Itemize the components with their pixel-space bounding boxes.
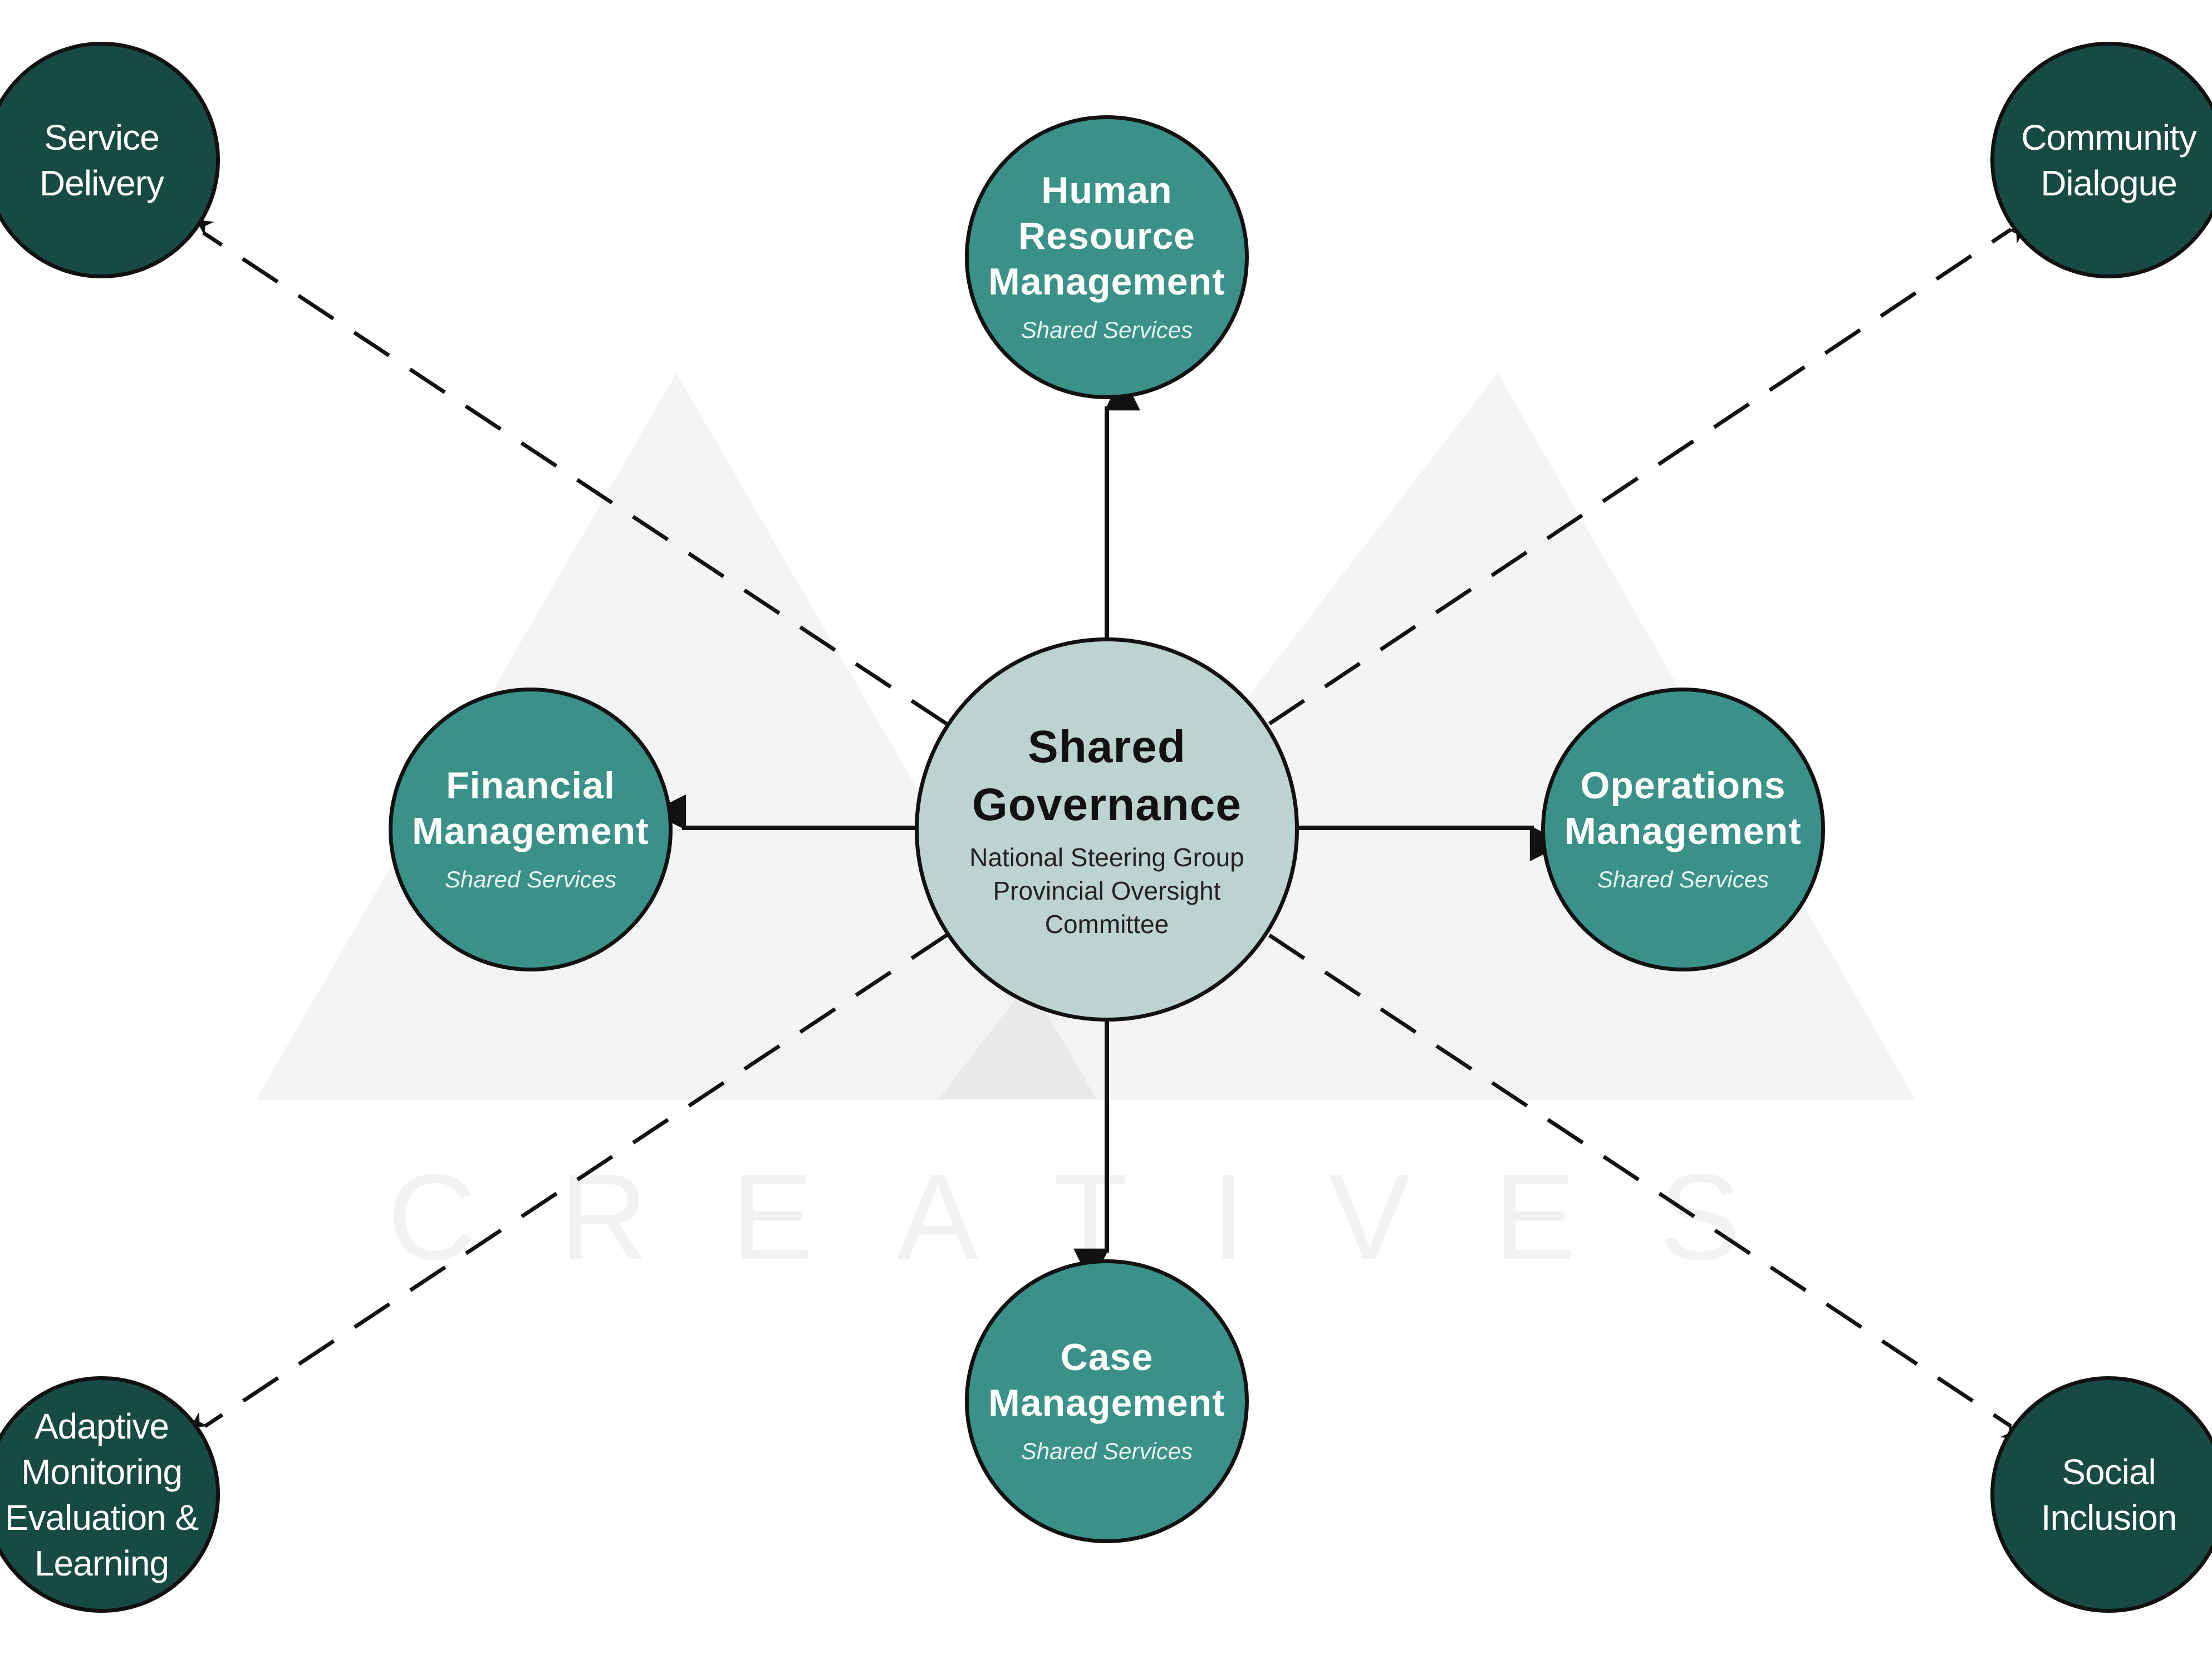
node-operations-subtitle: Shared Services [1597, 866, 1769, 892]
node-case-subtitle: Shared Services [1021, 1438, 1193, 1464]
node-social-inclusion: Social Inclusion [1990, 1376, 2212, 1613]
dashed-arrow-to-community-dialogue [1268, 227, 2027, 725]
node-shared-governance: Shared Governance National Steering Grou… [915, 637, 1299, 1022]
node-service-delivery: Service Delivery [0, 42, 220, 278]
node-case-management: Case Management Shared Services [965, 1259, 1249, 1543]
dashed-arrow-to-adaptive-monitoring [189, 934, 948, 1429]
node-operations-management: Operations Management Shared Services [1541, 688, 1825, 971]
node-community-dialogue-title: Community Dialogue [2021, 117, 2197, 203]
node-center-title: Shared Governance [972, 721, 1242, 830]
node-financial-management: Financial Management Shared Services [389, 688, 673, 971]
node-hr-subtitle: Shared Services [1021, 317, 1193, 343]
dashed-arrow-to-service-delivery [195, 219, 948, 725]
node-adaptive-monitoring: Adaptive Monitoring Evaluation & Learnin… [0, 1376, 220, 1613]
node-financial-subtitle: Shared Services [444, 866, 617, 892]
node-case-title: Case Management [988, 1336, 1225, 1424]
node-service-delivery-title: Service Delivery [39, 117, 164, 203]
node-hr-title: Human Resource Management [988, 169, 1225, 303]
node-human-resource-management: Human Resource Management Shared Service… [965, 115, 1249, 399]
node-operations-title: Operations Management [1564, 764, 1802, 852]
node-financial-title: Financial Management [412, 764, 649, 852]
node-community-dialogue: Community Dialogue [1990, 42, 2212, 278]
watermark-text: CREATIVES [388, 1148, 1824, 1285]
dashed-arrow-to-social-inclusion [1268, 934, 2019, 1440]
node-adaptive-monitoring-title: Adaptive Monitoring Evaluation & Learnin… [4, 1406, 199, 1583]
node-center-subtitle: National Steering Group Provincial Overs… [969, 843, 1244, 939]
node-social-inclusion-title: Social Inclusion [2041, 1451, 2177, 1538]
